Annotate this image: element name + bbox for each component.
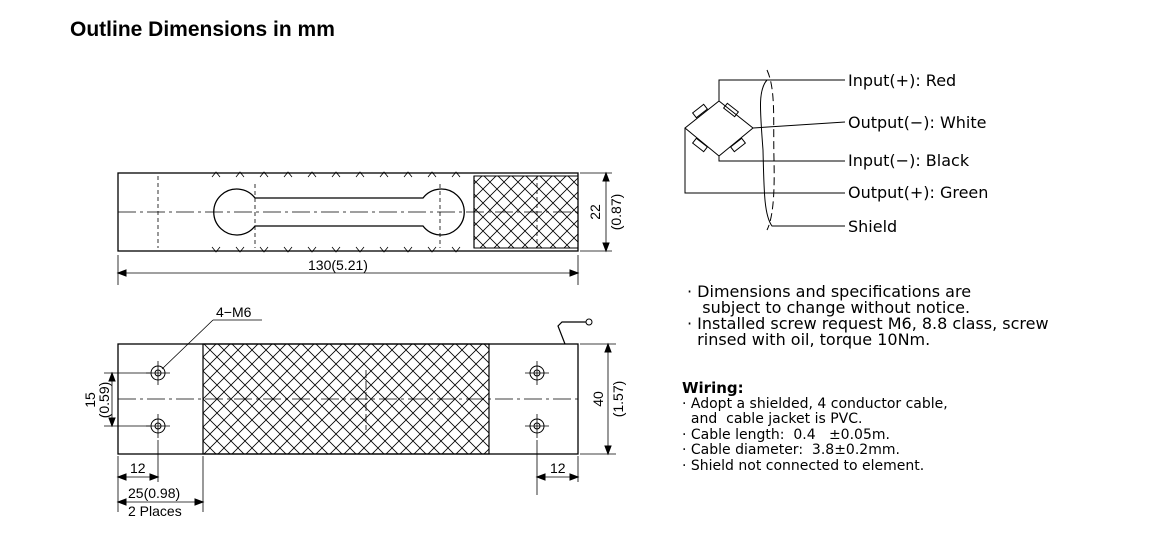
- note-line: · Dimensions and specifications are: [687, 282, 972, 301]
- mounting-holes: [146, 361, 549, 438]
- bottom-view: [104, 318, 616, 512]
- wiring-line: and cable jacket is PVC.: [682, 411, 863, 427]
- wiring-title: Wiring:: [682, 379, 744, 397]
- wire-input-positive: Input(+): Red: [848, 71, 956, 90]
- wire-output-positive: Output(+): Green: [848, 183, 988, 202]
- wiring-notes: Wiring: · Adopt a shielded, 4 conductor …: [682, 379, 948, 474]
- wiring-line: · Adopt a shielded, 4 conductor cable,: [682, 395, 948, 412]
- height-mm-label: 22: [587, 204, 603, 220]
- width-in-label: (1.57): [610, 381, 626, 418]
- note-line: rinsed with oil, torque 10Nm.: [687, 330, 931, 349]
- note-line: subject to change without notice.: [687, 298, 971, 317]
- width-mm-label: 40: [590, 391, 606, 407]
- wiring-line: · Cable diameter: 3.8±0.2mm.: [682, 442, 900, 458]
- hole-spacing-mm-label: 15: [82, 392, 98, 408]
- hole-spacing-in-label: (0.59): [96, 382, 112, 419]
- places-label: 2 Places: [128, 503, 182, 519]
- wire-shield: Shield: [848, 217, 897, 236]
- wire-input-negative: Input(−): Black: [848, 151, 970, 170]
- length-label: 130(5.21): [308, 257, 368, 273]
- cable: [557, 321, 586, 345]
- bridge-circuit: [684, 69, 846, 231]
- mount-distance-label: 25(0.98): [128, 485, 180, 501]
- note-line: · Installed screw request M6, 8.8 class,…: [687, 314, 1049, 333]
- wiring-line: · Shield not connected to element.: [682, 457, 925, 474]
- wire-output-negative: Output(−): White: [848, 113, 986, 132]
- height-in-label: (0.87): [608, 194, 624, 231]
- edge-right-label: 12: [550, 460, 566, 476]
- notes: · Dimensions and specifications are subj…: [687, 284, 1049, 348]
- wiring-line: · Cable length: 0.4 ±0.05m.: [682, 426, 890, 443]
- thread-label: 4−M6: [216, 304, 252, 320]
- gauge-marks: [211, 171, 461, 253]
- page-title: Outline Dimensions in mm: [70, 18, 335, 41]
- top-view: [116, 171, 612, 285]
- edge-left-label: 12: [130, 460, 146, 476]
